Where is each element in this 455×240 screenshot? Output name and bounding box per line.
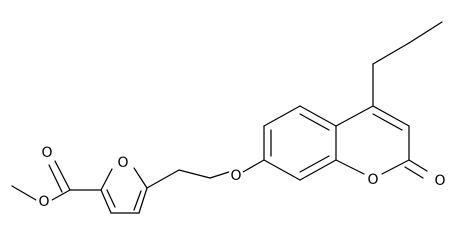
bond-c4a-c4 [335,105,374,127]
bond-methyl-o [11,185,37,201]
bond-o1-c8a-lower [335,159,365,175]
bond-carbonyl-c-o [54,160,71,191]
atom-o-ester-methyl: O [36,194,52,210]
bond-c5-c6-double [299,155,330,173]
bond-propyl-2-3 [408,21,443,44]
atom-labels: O O O O O O [36,145,448,210]
bond-furan-c4-c5-double [133,190,142,211]
atom-o-ether: O [228,168,244,184]
bond-furan-c5-c4 [138,187,148,214]
atom-o-furan: O [115,155,131,171]
bond-propyl-1-2 [372,42,410,65]
bond-furan-o-c5 [133,167,148,189]
bond-c2-carbonyl-o-double [404,166,424,179]
bond-furan-c3-c2-double [106,189,116,208]
atom-label-o-ester-methyl: O [38,194,49,210]
bond-furan-c3-c2 [100,189,112,214]
bond-c2-o1 [381,159,410,175]
bond-c4-c3-double [372,113,403,131]
bond-ch2-o-ether [209,171,230,179]
atom-label-o-furan: O [117,155,128,171]
bond-c5-c6 [299,159,337,181]
bond-furan-ch2 [146,169,180,189]
molecule-structure: O O O O O O [11,21,448,214]
atom-o-lactone-ring: O [365,172,381,188]
atom-label-o-ester-carbonyl: O [41,145,52,161]
bond-o-carbonyl-c [51,189,71,201]
bonds [11,21,443,214]
bond-o-ether-c7 [242,159,265,173]
bond-c2-carbonyl-o [408,159,428,172]
atom-label-o-lactone-carbonyl: O [434,173,445,189]
bond-ch2-ch2 [178,169,211,179]
bond-furan-c2-o [100,168,113,191]
bond-c8a-c4a-double [299,113,330,131]
atom-o-lactone-carbonyl: O [432,173,448,189]
atom-label-o-lactone-ring: O [367,172,378,188]
bond-carbonyl-c-o-double [48,164,63,193]
bond-c6-c7 [263,159,301,181]
atom-label-o-ether: O [230,168,241,184]
bond-c8-c8a [263,105,301,127]
bond-c4-c3 [372,105,410,127]
atom-o-ester-carbonyl: O [39,145,55,161]
bond-c8a-c4a [299,105,337,127]
